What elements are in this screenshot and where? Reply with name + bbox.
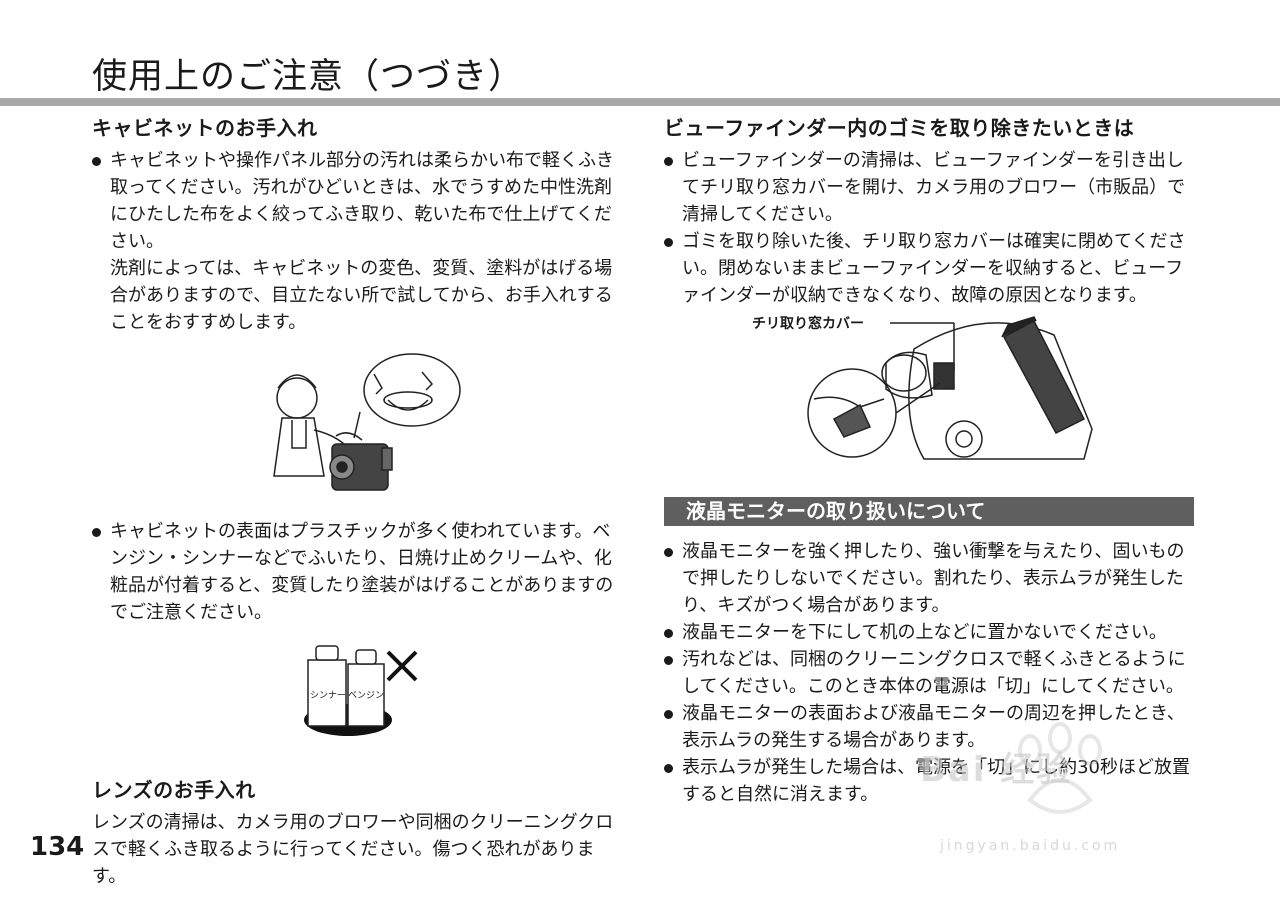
page-number: 134 [30,832,85,862]
cabinet-bullet1-para2: 洗剤によっては、キャビネットの変色、変質、塗料がはげる場合がありますので、目立た… [110,258,613,333]
list-item: 汚れなどは、同梱のクリーニングクロスで軽くふきとるようにしてください。このとき本… [664,646,1194,700]
list-item: 表示ムラが発生した場合は、電源を「切」にし約30秒ほど放置すると自然に消えます。 [664,754,1194,808]
viewfinder-illustration [807,316,1093,460]
solvent-figure: シンナー ベンジン [92,642,620,748]
viewfinder-list: ビューファインダーの清掃は、ビューファインダーを引き出してチリ取り窓カバーを開け… [664,147,1194,309]
lcd-heading: 液晶モニターの取り扱いについて [664,497,1194,526]
solvent-bottles-illustration [304,645,418,736]
cabinet-care-list: キャビネットや操作パネル部分の汚れは柔らかい布で軽くふき取ってください。汚れがひ… [92,147,620,336]
list-item: キャビネットの表面はプラスチックが多く使われています。ベンジン・シンナーなどでふ… [92,518,620,626]
page-title: 使用上のご注意（つづき） [92,57,525,97]
right-column: ビューファインダー内のゴミを取り除きたいときは ビューファインダーの清掃は、ビュ… [664,112,1194,808]
title-rule [0,98,1280,106]
list-item: 液晶モニターの表面および液晶モニターの周辺を押したとき、表示ムラの発生する場合が… [664,700,1194,754]
watermark-subtext: jingyan.baidu.com [940,838,1121,854]
cabinet-care-list-2: キャビネットの表面はプラスチックが多く使われています。ベンジン・シンナーなどでふ… [92,518,620,626]
list-item: キャビネットや操作パネル部分の汚れは柔らかい布で軽くふき取ってください。汚れがひ… [92,147,620,336]
left-column: キャビネットのお手入れ キャビネットや操作パネル部分の汚れは柔らかい布で軽くふき… [92,112,620,890]
list-item: ゴミを取り除いた後、チリ取り窓カバーは確実に閉めてください。閉めないままビューフ… [664,228,1194,309]
lcd-list: 液晶モニターを強く押したり、強い衝撃を与えたり、固いもので押したりしないでくださ… [664,538,1194,808]
watermark-text: Bai 经验 [920,750,1073,790]
list-item: 液晶モニターを下にして机の上などに置かないでください。 [664,619,1194,646]
cleaning-illustration [273,353,461,491]
cabinet-care-heading: キャビネットのお手入れ [92,116,318,140]
paw-watermark-icon [1018,722,1102,814]
bottle-label-thinner: シンナー [309,691,346,701]
bottle-label-benzine: ベンジン [348,691,385,701]
viewfinder-figure: チリ取り窓カバー [664,309,1194,469]
list-item: 液晶モニターを強く押したり、強い衝撃を与えたり、固いもので押したりしないでくださ… [664,538,1194,619]
viewfinder-heading: ビューファインダー内のゴミを取り除きたいときは [664,116,1135,140]
cabinet-bullet1-para1: キャビネットや操作パネル部分の汚れは柔らかい布で軽くふき取ってください。汚れがひ… [110,150,614,252]
list-item: ビューファインダーの清掃は、ビューファインダーを引き出してチリ取り窓カバーを開け… [664,147,1194,228]
lens-care-heading: レンズのお手入れ [92,778,256,802]
dust-cover-callout: チリ取り窓カバー [752,316,864,332]
lens-care-text: レンズの清掃は、カメラ用のブロワーや同梱のクリーニングクロスで軽くふき取るように… [92,812,614,887]
